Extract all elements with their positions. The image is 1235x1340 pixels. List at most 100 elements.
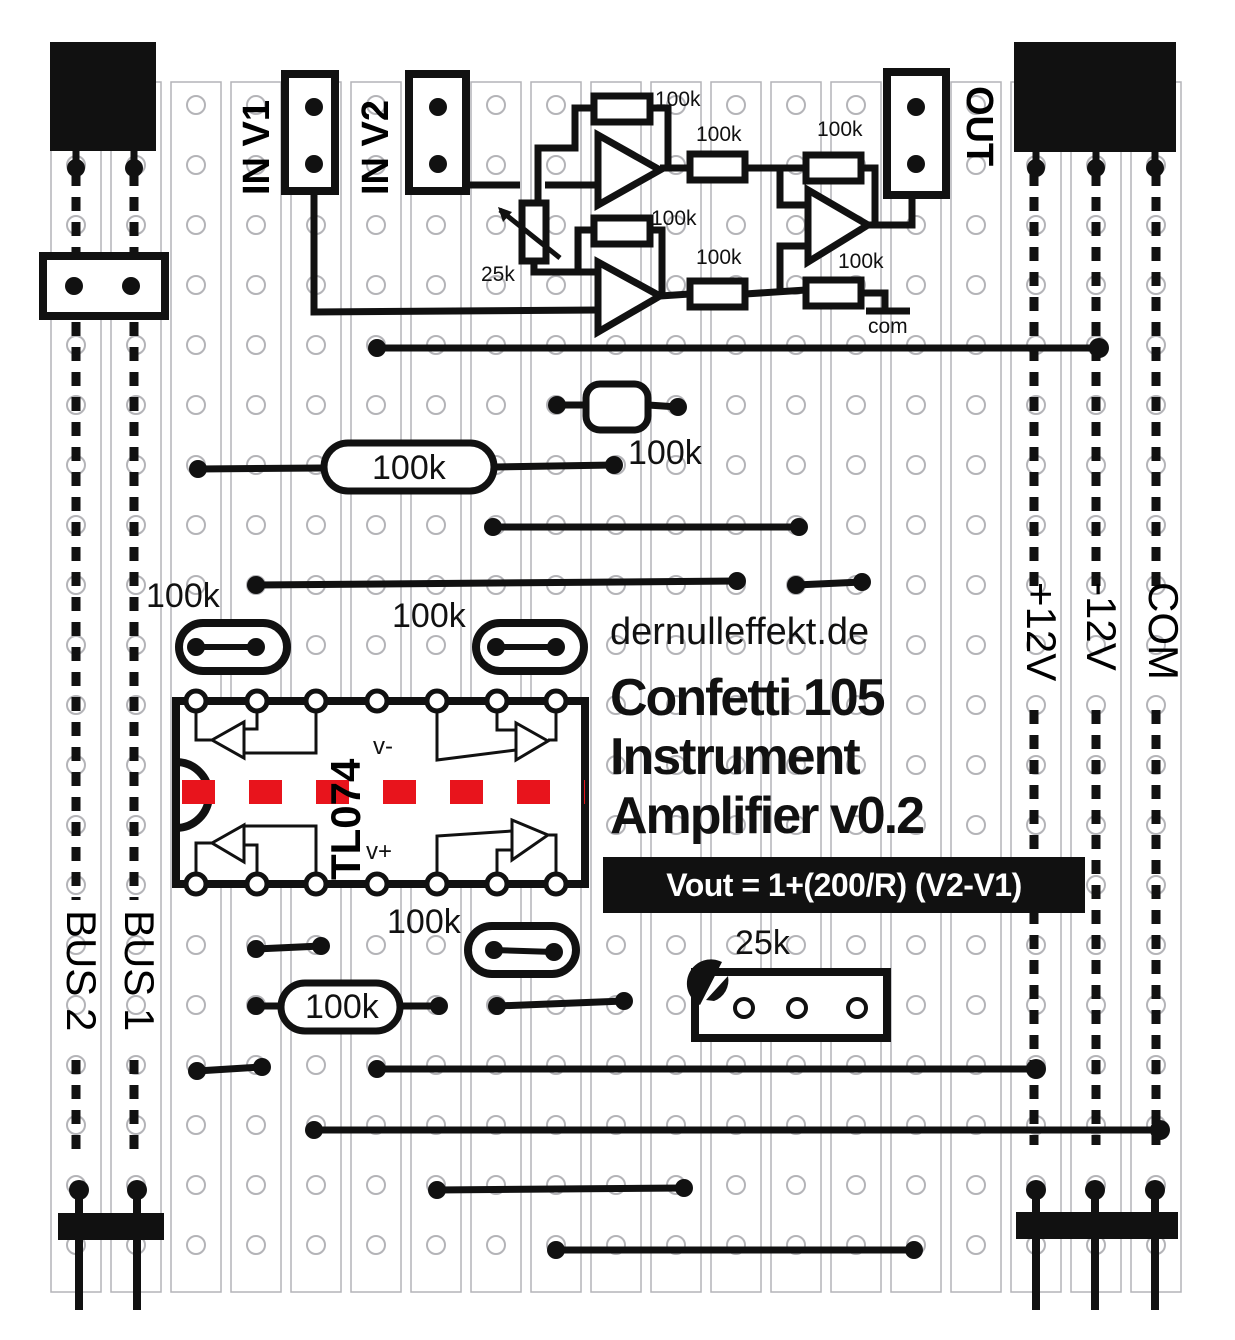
strip-hole	[486, 395, 506, 415]
strip-hole	[486, 275, 506, 295]
strip-hole	[906, 935, 926, 955]
ic-pin	[543, 871, 569, 897]
strip-hole	[186, 1175, 206, 1195]
out-label: OUT	[958, 86, 1000, 167]
strip-hole	[1146, 635, 1166, 655]
strip-hole	[426, 515, 446, 535]
copper-strip	[710, 81, 762, 1293]
resistor-diff-in-top	[686, 150, 749, 184]
label-r-feedback-top: 100k	[655, 88, 701, 111]
label-r-diff-in-top: 100k	[696, 123, 742, 146]
ic-pin	[244, 871, 270, 897]
strip-hole	[246, 335, 266, 355]
in-v1-header[interactable]	[281, 70, 339, 195]
in-v2-label: IN V2	[355, 99, 397, 195]
resistor-r3[interactable]	[277, 979, 404, 1035]
strip-hole	[786, 1175, 806, 1195]
ic-internal-opamps	[194, 701, 558, 884]
out-header[interactable]	[883, 68, 950, 199]
ic-name-label: TL074	[322, 758, 369, 880]
strip-hole	[666, 215, 686, 235]
ic-vminus-label: v-	[373, 733, 393, 760]
strip-hole	[366, 395, 386, 415]
ic-tl074[interactable]	[172, 688, 589, 897]
strip-hole	[786, 935, 806, 955]
strip-hole	[186, 95, 206, 115]
trimmer-25k[interactable]	[686, 959, 891, 1042]
strip-hole	[1026, 635, 1046, 655]
strip-hole	[726, 215, 746, 235]
power-header-bottom[interactable]	[1016, 1180, 1178, 1310]
strip-hole	[486, 95, 506, 115]
strip-hole	[666, 635, 686, 655]
strip-hole	[726, 1175, 746, 1195]
strip-hole	[966, 1235, 986, 1255]
ic-pin	[244, 688, 270, 714]
strip-hole	[306, 1055, 326, 1075]
title-line-1: Confetti 105	[610, 669, 886, 727]
power-connector-top[interactable]	[1014, 42, 1176, 152]
strip-hole	[246, 1175, 266, 1195]
strip-hole	[786, 815, 806, 835]
ic-pin	[183, 871, 209, 897]
strip-hole	[846, 515, 866, 535]
strip-hole	[846, 755, 866, 775]
ic-pin	[303, 688, 329, 714]
strip-hole	[726, 95, 746, 115]
copper-strip	[530, 81, 582, 1293]
strip-hole	[246, 275, 266, 295]
capacitor-c1[interactable]	[175, 619, 291, 675]
strip-hole	[786, 755, 806, 775]
strip-hole	[966, 455, 986, 475]
strip-hole	[846, 1175, 866, 1195]
strip-hole	[426, 275, 446, 295]
strip-hole	[486, 215, 506, 235]
strip-hole	[966, 695, 986, 715]
strip-hole	[966, 815, 986, 835]
strip-hole	[906, 635, 926, 655]
strip-hole	[66, 995, 86, 1015]
bus-header-bottom[interactable]	[58, 1180, 164, 1310]
instrumentation-amp-schematic	[310, 92, 916, 339]
strip-hole	[366, 1235, 386, 1255]
strip-hole	[966, 215, 986, 235]
wire-link-endpoints	[188, 338, 1170, 1259]
in-v2-header[interactable]	[405, 70, 470, 195]
label-capacitor-c2: 100k	[392, 597, 466, 635]
strip-hole	[786, 215, 806, 235]
strip-hole	[966, 755, 986, 775]
strip-hole	[846, 455, 866, 475]
strip-hole	[366, 635, 386, 655]
ic-pin	[424, 871, 450, 897]
copper-strip	[350, 81, 402, 1293]
strip-hole	[606, 635, 626, 655]
strip-hole	[606, 695, 626, 715]
bus-connector-top[interactable]	[50, 42, 156, 151]
resistor-r2-small[interactable]	[582, 380, 652, 434]
ic-pin	[303, 871, 329, 897]
strip-hole	[186, 995, 206, 1015]
strip-hole	[846, 95, 866, 115]
plus12-pin-top	[1027, 159, 1045, 177]
strip-hole	[426, 935, 446, 955]
strip-hole	[846, 935, 866, 955]
strip-hole	[306, 395, 326, 415]
strip-hole	[366, 155, 386, 175]
resistor-diff-in-bottom	[686, 277, 749, 311]
strip-hole	[666, 815, 686, 835]
strip-hole	[546, 275, 566, 295]
label-r-diff-ground: 100k	[838, 250, 884, 273]
strip-hole	[906, 515, 926, 535]
resistor-r1[interactable]	[320, 439, 498, 495]
capacitor-c2[interactable]	[472, 619, 588, 675]
strip-hole	[246, 395, 266, 415]
wire-links	[196, 344, 1160, 1254]
capacitor-c3[interactable]	[464, 922, 580, 978]
strip-hole	[906, 815, 926, 835]
bus-jumper-header[interactable]	[39, 252, 169, 320]
label-r-feedback-bottom: 100k	[651, 207, 697, 230]
strip-hole	[786, 455, 806, 475]
strip-hole	[246, 515, 266, 535]
resistor-feedback-bottom	[590, 214, 654, 248]
